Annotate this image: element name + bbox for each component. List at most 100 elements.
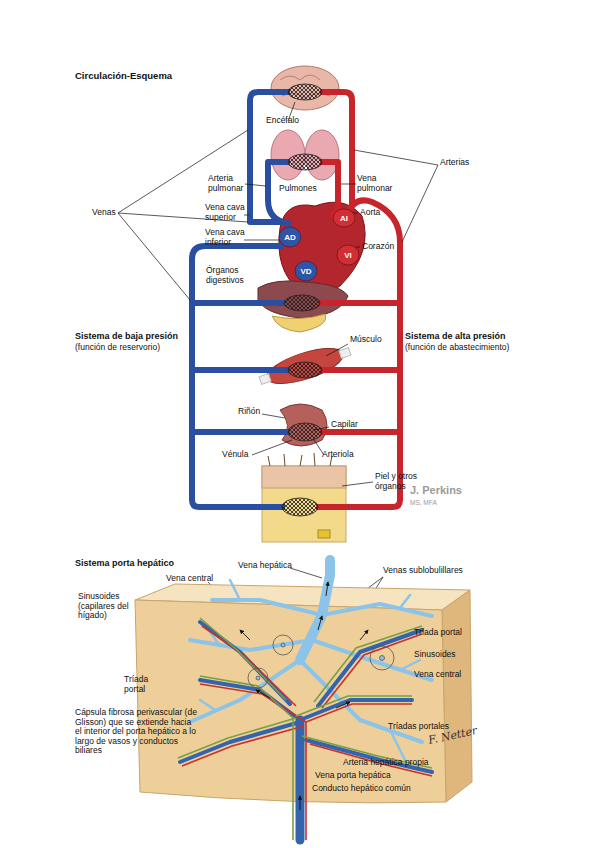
lobules: [370, 646, 394, 670]
diagram-title: Circulación-Esquema: [75, 70, 172, 81]
chamber-label: VI: [336, 244, 360, 266]
heart-chamber: VI: [336, 244, 360, 266]
part-label: Corazón: [362, 242, 394, 252]
part-label: Sinusoides (capilares del hígado): [78, 592, 138, 621]
organ-illustrations: [256, 339, 353, 393]
organ-illustrations: [263, 341, 347, 390]
leader-lines: [290, 568, 322, 578]
flow-arrows: [326, 582, 328, 596]
part-label: Vénula: [222, 450, 248, 460]
capillary-beds: [288, 84, 322, 100]
part-label: Vena cava superior: [205, 203, 249, 222]
part-label: Tríadas portales: [388, 722, 449, 732]
heart-chamber: AI: [332, 208, 356, 228]
chamber-shape: [279, 227, 301, 247]
part-label: Arteriola: [322, 450, 354, 460]
capillary-beds: [284, 295, 320, 311]
leader-lines: [244, 215, 249, 216]
arteries: [316, 200, 400, 507]
hepatic-arteries: [182, 626, 432, 840]
flow-arrows: [256, 690, 270, 698]
hepatic-arteries: [182, 626, 432, 840]
organ-illustrations: [339, 348, 351, 359]
lobules: [256, 676, 260, 680]
flow-arrows: [360, 630, 368, 640]
leader-lines: [356, 247, 360, 248]
lobules: [281, 643, 285, 647]
part-label: Riñón: [238, 407, 260, 417]
capillary-beds: [288, 154, 322, 170]
part-label: Tríada portal: [414, 628, 462, 638]
part-label: (función de abastecimiento): [405, 343, 509, 353]
part-label: Tríada portal: [124, 675, 164, 694]
flow-arrows: [336, 702, 350, 708]
organ-illustrations: [262, 466, 346, 488]
part-label: Encéfalo: [266, 116, 299, 126]
heart-chamber: VD: [294, 260, 318, 282]
organ-illustrations: [259, 374, 271, 385]
arteries: [318, 300, 400, 306]
veins: [192, 246, 285, 507]
lobules: [273, 635, 293, 655]
leader-lines: [326, 344, 348, 356]
part-label: Sistema de alta presión: [405, 331, 506, 341]
part-label: Sinusoides: [414, 650, 456, 660]
arteries: [320, 429, 400, 435]
part-label: Vena pulmonar: [357, 174, 397, 193]
part-label: (función de reservorio): [75, 343, 160, 353]
part-label: Sistema porta hepático: [75, 558, 174, 568]
arteries: [316, 92, 400, 507]
organ-illustrations: [318, 530, 330, 538]
veins: [192, 300, 285, 306]
part-label: Conducto hepático común: [312, 784, 411, 794]
organ-illustrations: [258, 281, 348, 318]
capillary-beds: [288, 362, 322, 378]
part-label: Vena cava inferior: [205, 228, 249, 247]
hepatic-veins: [200, 580, 420, 760]
part-label: Pulmones: [279, 184, 317, 194]
leader-lines: [252, 440, 292, 455]
leader-lines: [341, 184, 356, 185]
chamber-shape: [295, 261, 317, 281]
organ-illustrations: [272, 314, 326, 332]
part-label: Vena hepática: [238, 561, 292, 571]
chamber-shape: [333, 209, 355, 227]
liver-block: [442, 590, 472, 802]
leader-lines: [342, 482, 373, 486]
leader-lines: [244, 240, 283, 241]
part-label: Aorta: [360, 208, 380, 218]
part-label: Vena porta hepática: [315, 771, 391, 781]
part-label: Capilar: [331, 420, 358, 430]
arteries: [320, 162, 338, 216]
chamber-label: VD: [294, 260, 318, 282]
leader-lines: [262, 414, 285, 418]
chamber-label: AD: [278, 226, 302, 248]
lobules: [380, 656, 385, 661]
part-label: Músculo: [350, 335, 382, 345]
capillary-beds: [288, 423, 322, 441]
veins: [192, 429, 290, 435]
part-label: Vena central: [166, 574, 213, 584]
organ-illustrations: [271, 66, 339, 110]
arteries: [320, 367, 400, 373]
capillary-beds: [282, 498, 318, 516]
part-label: Venas sublobulillares: [383, 566, 463, 576]
artist-credit: MS, MFA: [410, 499, 437, 506]
part-label: Venas: [92, 208, 116, 218]
flow-arrows: [240, 630, 250, 640]
leader-lines: [245, 184, 266, 186]
organ-illustrations: [280, 404, 327, 446]
veins: [192, 367, 290, 373]
part-label: Sistema de baja presión: [75, 331, 178, 341]
portal-veins: [296, 720, 305, 840]
part-label: Cápsula fibrosa perivascular (de Glisson…: [75, 708, 199, 756]
lobules: [248, 668, 268, 688]
chamber-shape: [337, 245, 359, 265]
leader-lines: [314, 427, 329, 430]
part-label: Vena central: [414, 670, 461, 680]
flow-arrows: [318, 616, 322, 630]
capillary-beds: [282, 84, 322, 516]
chamber-label: AI: [332, 208, 356, 228]
lobules: [248, 635, 394, 688]
